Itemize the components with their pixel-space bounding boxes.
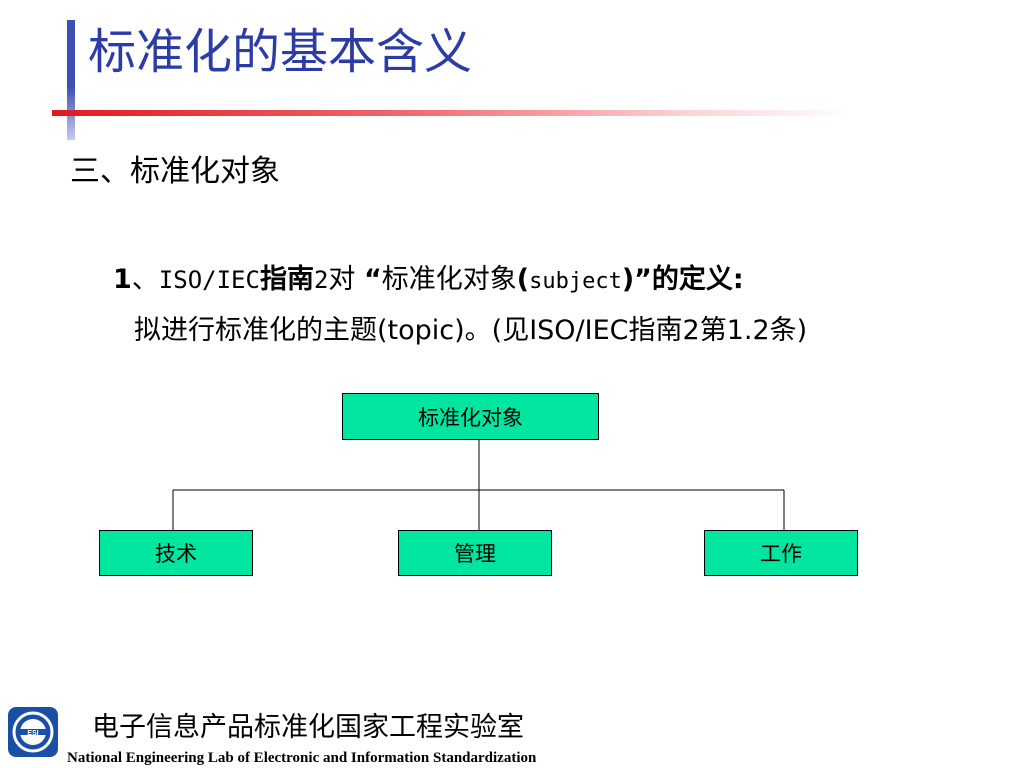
item-colon: : [732, 264, 744, 295]
diagram-node-management: 管理 [398, 530, 552, 576]
esi-logo-icon: ESI [8, 707, 58, 757]
section-heading: 三、标准化对象 [70, 154, 280, 189]
title-accent-bar [67, 20, 75, 140]
item-dui: 对 [328, 264, 364, 295]
item-guide-text: 指南 [259, 264, 314, 295]
item-quote-open: “ [364, 264, 382, 295]
item-paren-open: ( [516, 264, 530, 295]
item-term-en: subject [529, 269, 622, 294]
item-quote-close: ” [634, 264, 652, 295]
title-underline [52, 110, 852, 116]
item-definition: 拟进行标准化的主题(topic)。(见ISO/IEC指南2第1.2条) [134, 315, 808, 346]
item-number: 1 [113, 264, 132, 295]
item-tail: 的定义 [651, 264, 733, 295]
logo-text: ESI [27, 730, 38, 737]
item-term: 标准化对象 [381, 264, 517, 295]
diagram-node-technology: 技术 [99, 530, 253, 576]
item-separator: 、 [131, 264, 159, 295]
item-iso-ref: ISO/IEC [158, 266, 260, 294]
footer-org-cn: 电子信息产品标准化国家工程实验室 [92, 712, 524, 743]
esi-logo-graphic: ESI [12, 711, 54, 753]
diagram-node-work: 工作 [704, 530, 858, 576]
diagram-root-node: 标准化对象 [342, 393, 599, 440]
footer-org-en: National Engineering Lab of Electronic a… [67, 750, 537, 766]
item-guide-number: 2 [313, 266, 329, 294]
item-paren-close: ) [621, 264, 635, 295]
slide-title: 标准化的基本含义 [88, 24, 473, 80]
item-heading: 1、ISO/IEC指南2对 “标准化对象(subject)”的定义: [113, 266, 744, 293]
